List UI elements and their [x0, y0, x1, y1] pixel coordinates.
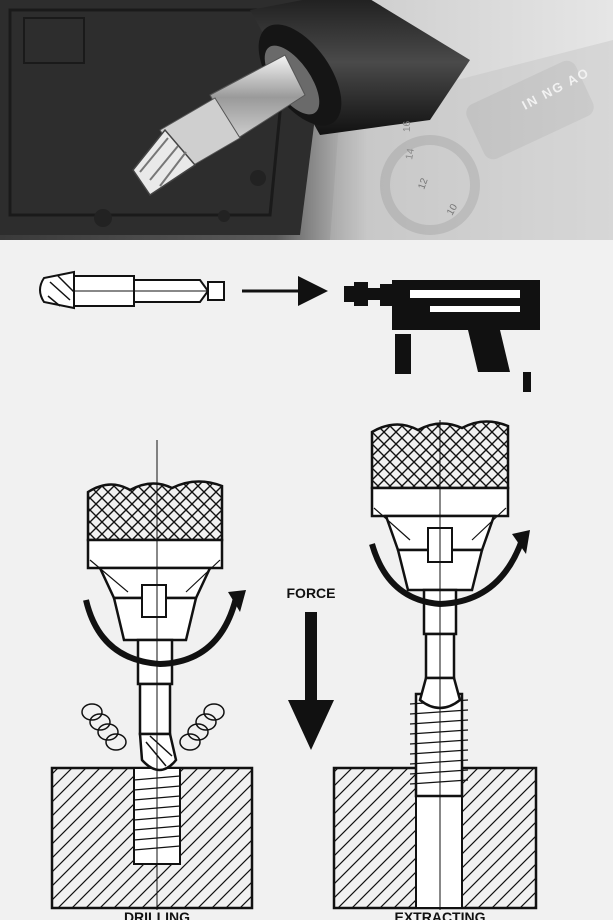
- drill-silhouette-faded: [330, 40, 613, 240]
- extractor-bit-photo: [132, 54, 306, 197]
- extracting-label: EXTRACTING: [395, 909, 486, 920]
- drilling-metal-chips: [81, 703, 225, 751]
- product-photo-banner: IN NG AO 10 12 14 16: [0, 0, 613, 240]
- torque-scale: 10 12 14 16: [402, 120, 460, 217]
- drilling-label: DRILLING: [124, 909, 190, 920]
- force-label: FORCE: [287, 585, 336, 601]
- scale-number: 12: [416, 176, 430, 191]
- drilling-illustration: DRILLING: [50, 440, 254, 920]
- drilling-rotation-arrow: [83, 597, 239, 668]
- extractor-bit-icon: [39, 270, 225, 310]
- bit-case: [0, 0, 330, 235]
- scale-number: 14: [404, 147, 417, 160]
- scale-number: 10: [445, 202, 460, 218]
- force-indicator: FORCE: [287, 585, 336, 750]
- drilling-chuck-knurl: [86, 480, 224, 542]
- power-drill-icon: [344, 280, 540, 392]
- scale-number: 16: [402, 120, 413, 132]
- extracting-illustration: EXTRACTING: [332, 420, 538, 920]
- usage-diagram: DRILLING FORCE EXTRACT: [39, 270, 540, 920]
